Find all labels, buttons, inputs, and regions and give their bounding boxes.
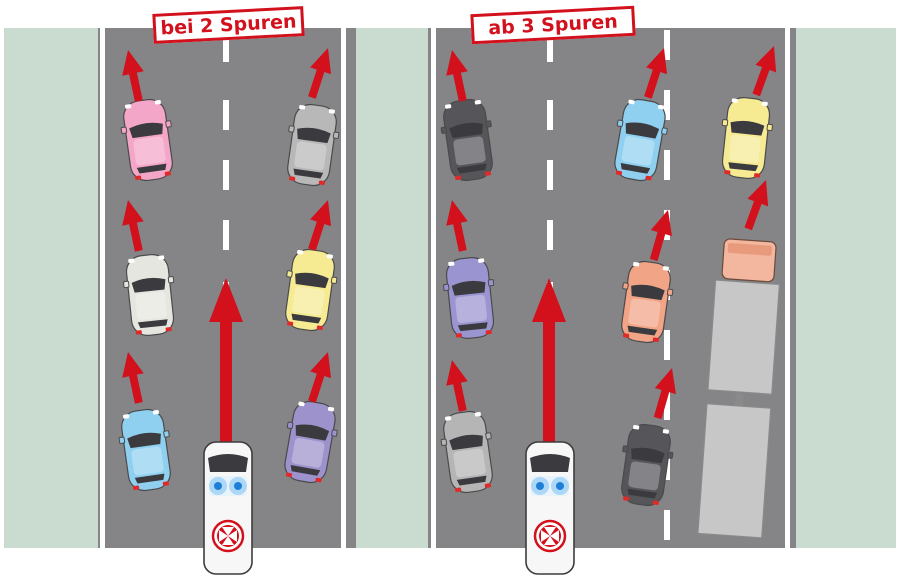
green-verge-group (4, 28, 896, 548)
emergency-path-arrow (532, 278, 566, 445)
truck (697, 238, 781, 539)
green-verge-right (796, 28, 896, 548)
ambulance (524, 440, 576, 576)
green-verge-left (4, 28, 98, 548)
edge-line-left (100, 28, 105, 548)
ambulance (202, 440, 254, 576)
edge-line-left (431, 28, 436, 548)
edge-line-right (785, 28, 790, 548)
emergency-path-arrow (209, 278, 243, 445)
edge-line-right (341, 28, 346, 548)
green-verge-middle (356, 28, 428, 548)
